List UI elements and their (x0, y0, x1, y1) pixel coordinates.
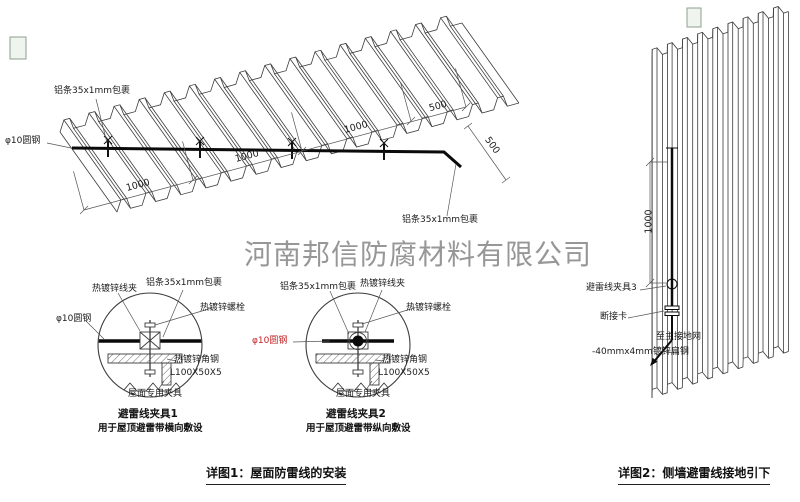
wall-downlead (650, 147, 680, 366)
detail2-alu-label: 铝条35x1mm包裹 (280, 282, 357, 292)
wall-flat-steel-label: -40mmx4mm镀锌扁钢 (592, 347, 689, 357)
wall-dim-1000: 1000 (643, 209, 655, 234)
detail1-leaders (85, 289, 213, 391)
detail1-angle-spec-label: L100X50X5 (170, 368, 222, 378)
detail2-drawing (292, 289, 415, 398)
detail1-title: 避雷线夹具1 (118, 408, 178, 420)
wall-to-ground-label: 至主接地网 (656, 332, 702, 342)
detail2-leaders (292, 289, 415, 391)
roof-round-steel-label: φ10圆钢 (5, 136, 41, 146)
detail2-angle-spec-label: L100X50X5 (378, 368, 430, 378)
detail1-fixture-label: 屋面专用夹具 (128, 389, 183, 399)
detail1-subtitle: 用于屋顶避雷带横向敷设 (98, 423, 203, 434)
detail1-clamp-label: 热镀锌线夹 (92, 284, 138, 294)
caption-detail1: 详图1：屋面防雷线的安装 (206, 464, 347, 485)
wall-clamp3-label: 避雷线夹具3 (586, 283, 637, 293)
roof-leader-lines (46, 98, 457, 217)
roof-dimension-lines (73, 68, 511, 215)
caption-detail2: 详图2：侧墙避雷线接地引下 (618, 464, 771, 485)
stamp-box-left (9, 36, 27, 60)
roof-lightning-wire (71, 146, 462, 169)
detail2-fixture-label: 屋面专用夹具 (336, 389, 391, 399)
detail2-bolt-label: 热镀锌螺栓 (406, 303, 452, 313)
detail1-bolt-label: 热镀锌螺栓 (200, 303, 246, 313)
detail1-circle (97, 292, 203, 398)
wall-disconnect-label: 断接卡 (600, 312, 628, 322)
wall-dimension (645, 157, 668, 288)
detail1-drawing (85, 289, 213, 398)
detail2-clamp-label: 热镀锌线夹 (360, 279, 406, 289)
detail1-round-steel-label: φ10圆钢 (56, 314, 92, 324)
wall-leaders (627, 285, 675, 354)
detail1-angle-label: 热镀锌角钢 (174, 355, 220, 365)
detail2-round-steel-label: φ10圆钢 (252, 336, 288, 346)
roof-corrugated-sheet (59, 15, 520, 213)
detail2-subtitle: 用于屋顶避雷带纵向敷设 (306, 423, 411, 434)
detail1-alu-label: 铝条35x1mm包裹 (146, 278, 223, 288)
detail2-circle (305, 292, 411, 398)
roof-alu-strip-label-right: 铝条35x1mm包裹 (402, 215, 479, 225)
detail2-title: 避雷线夹具2 (326, 408, 386, 420)
ground-arrowhead (650, 357, 658, 366)
stamp-box-right (686, 7, 702, 28)
detail2-angle-label: 热镀锌角钢 (382, 355, 428, 365)
roof-alu-strip-label-left: 铝条35x1mm包裹 (54, 86, 131, 96)
